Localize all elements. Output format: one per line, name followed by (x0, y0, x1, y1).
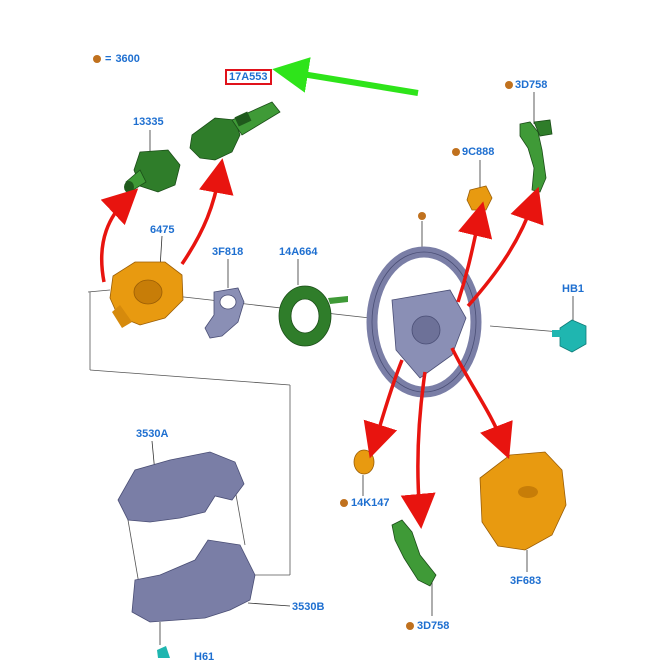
part-17A553-shape (189, 101, 281, 161)
part-3530A-shape (117, 451, 245, 523)
label-3F683[interactable]: 3F683 (510, 575, 542, 587)
label-9C888[interactable]: 9C888 (462, 146, 495, 158)
part-3F683-shape (479, 451, 567, 551)
label-H61[interactable]: H61 (194, 651, 215, 663)
assembly-arrows (99, 158, 544, 529)
part-3D758-top-shape (519, 119, 553, 193)
label-3530B[interactable]: 3530B (292, 601, 325, 613)
steering-wheel-shape (366, 246, 482, 398)
part-3530B-shape (131, 539, 256, 623)
label-6475[interactable]: 6475 (150, 224, 175, 236)
label-13335[interactable]: 13335 (133, 116, 164, 128)
part-3F818-shape (204, 287, 245, 339)
legend-symbol: = (105, 53, 112, 65)
part-14K147-shape (353, 449, 375, 475)
label-14K147[interactable]: 14K147 (351, 497, 390, 509)
part-9C888-shape (466, 185, 493, 211)
label-17A553[interactable]: 17A553 (225, 69, 272, 85)
label-HB1[interactable]: HB1 (562, 283, 585, 295)
part-3D758-bottom-shape (391, 519, 437, 587)
legend: =3600 (93, 53, 140, 65)
label-3F818[interactable]: 3F818 (212, 246, 244, 258)
label-3530A[interactable]: 3530A (136, 428, 169, 440)
label-14A664[interactable]: 14A664 (279, 246, 318, 258)
marker-dots (340, 81, 513, 630)
part-H61-shape (157, 646, 170, 658)
construction-lines (87, 289, 561, 591)
part-14A664-shape (278, 285, 348, 347)
part-6475-shape (109, 261, 184, 328)
pointer-arrow (272, 57, 419, 96)
part-13335-shape (124, 149, 181, 193)
legend-dot-icon (93, 55, 101, 64)
label-3D758-bottom[interactable]: 3D758 (417, 620, 450, 632)
part-HB1-shape (552, 319, 587, 353)
label-3D758-top[interactable]: 3D758 (515, 79, 548, 91)
legend-value: 3600 (115, 53, 140, 65)
leader-lines (149, 92, 574, 645)
